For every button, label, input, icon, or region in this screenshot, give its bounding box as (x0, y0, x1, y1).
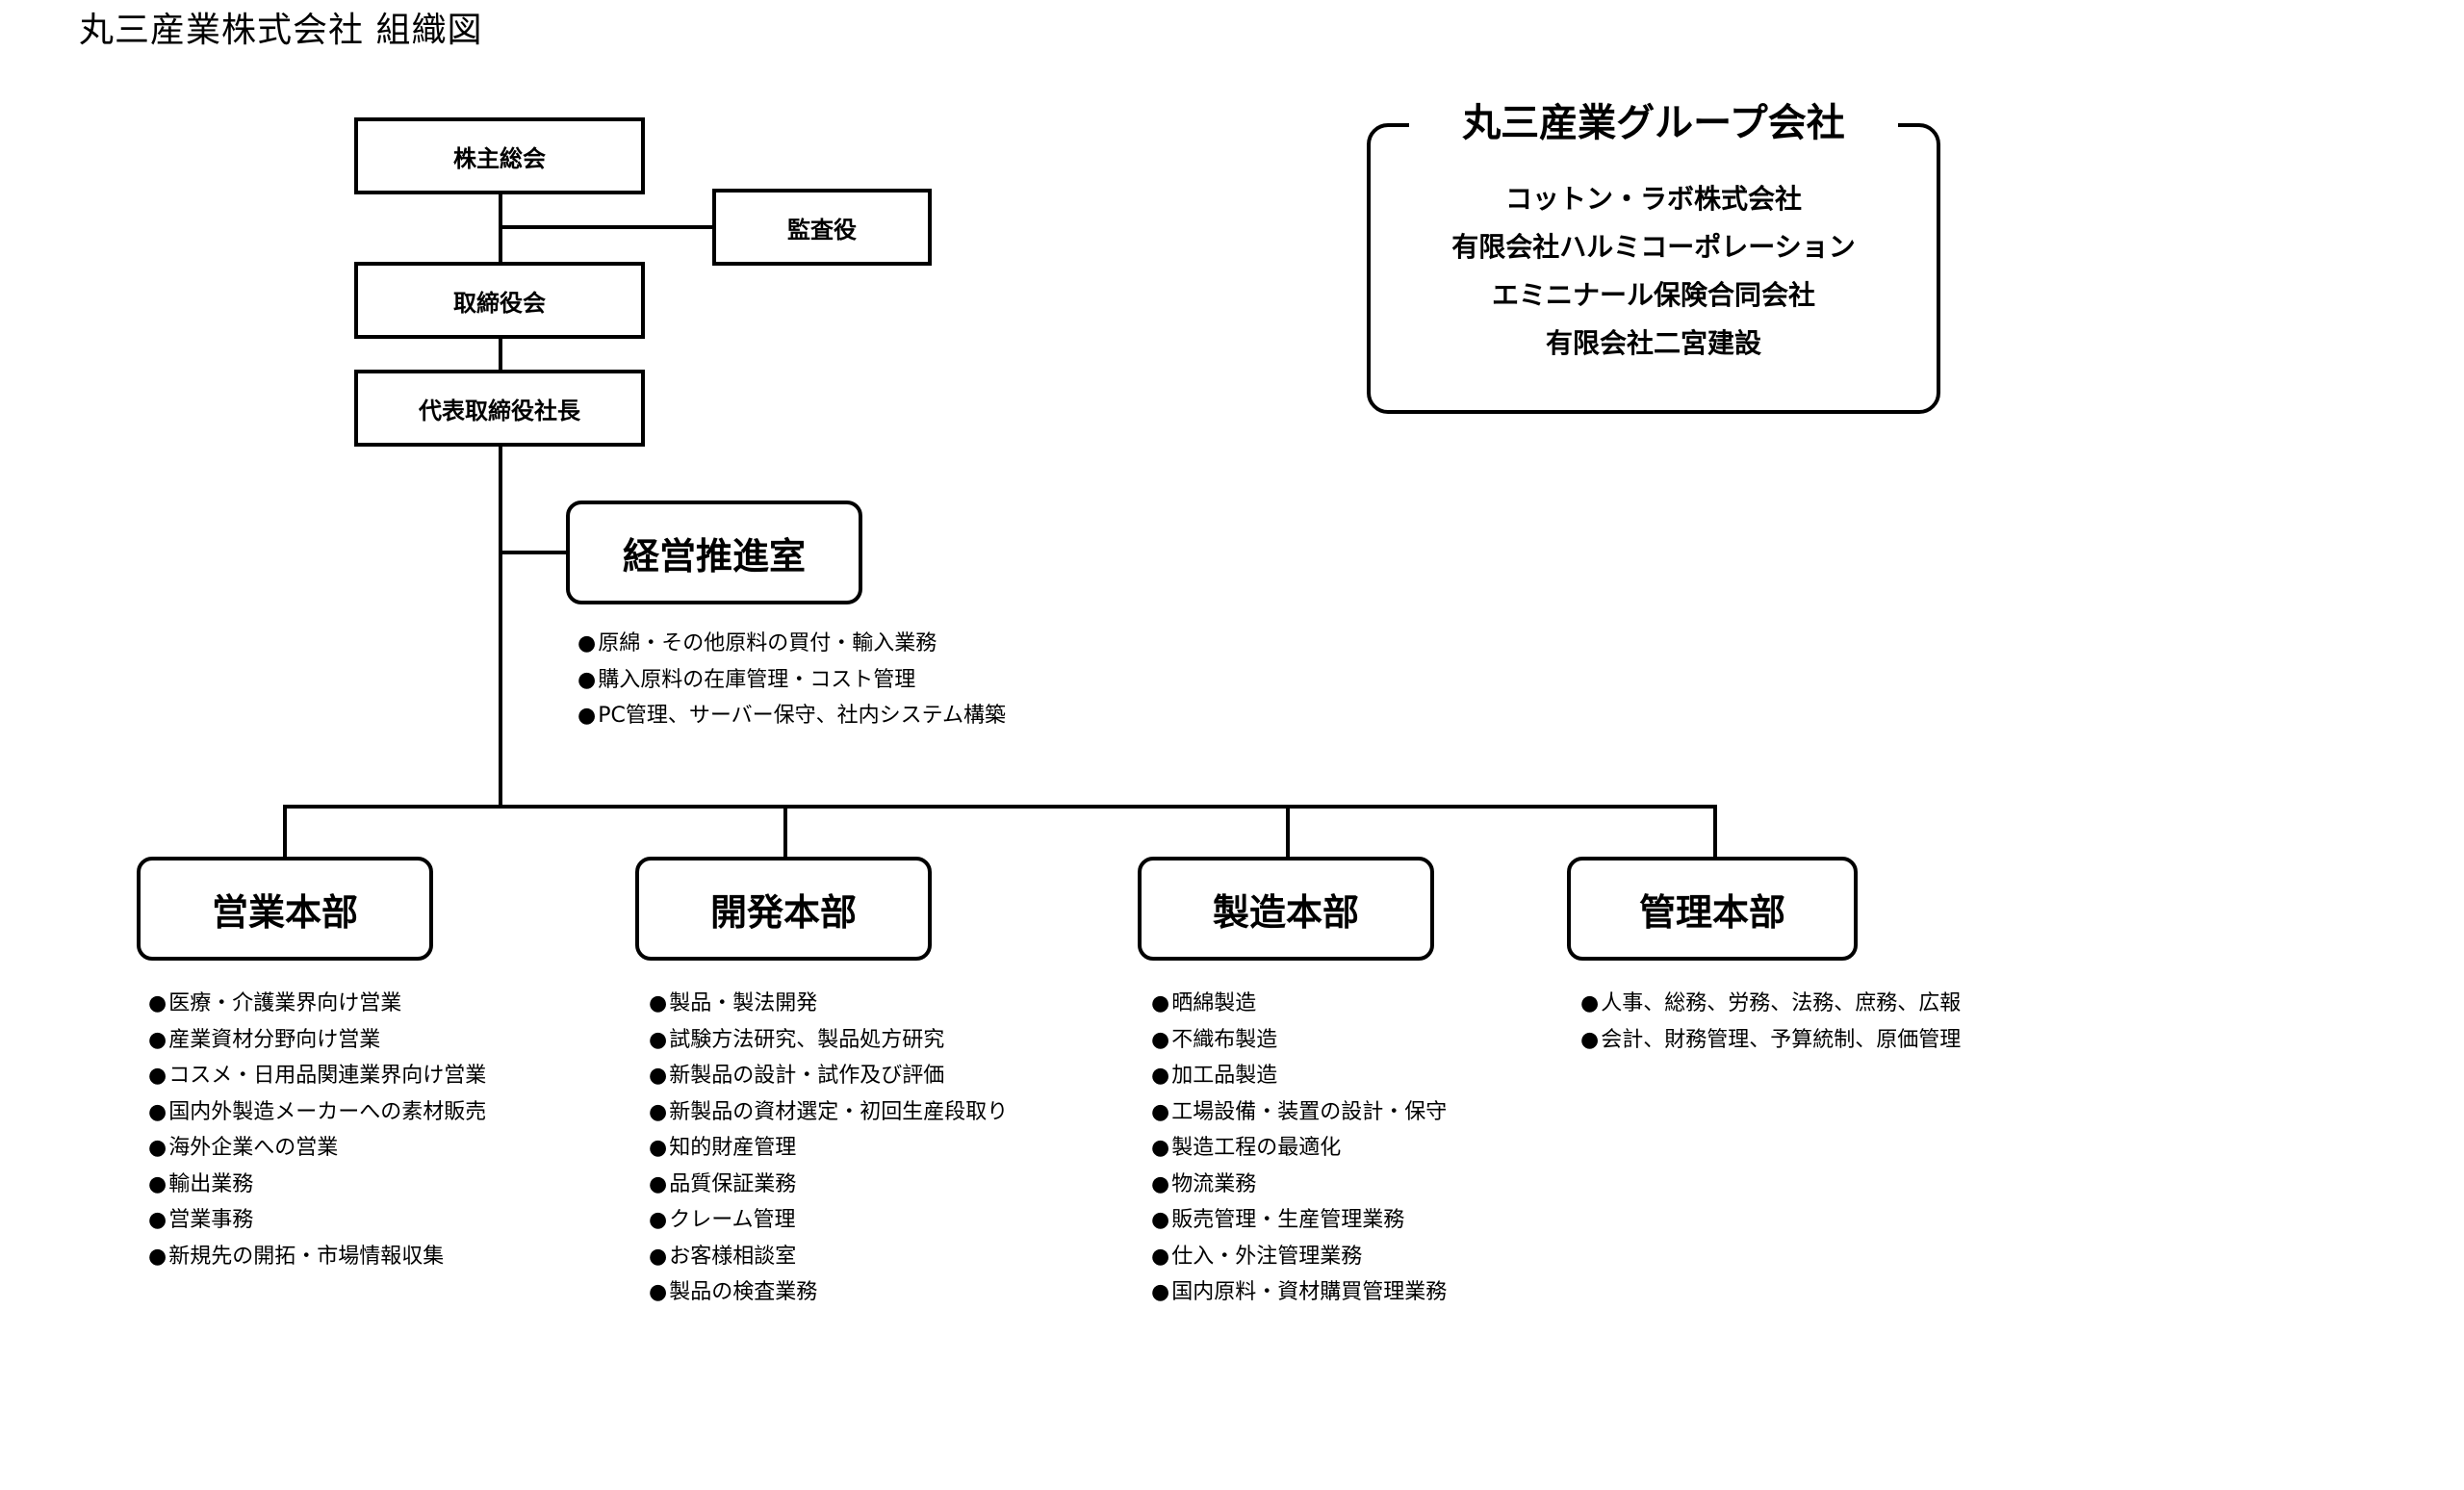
list-item: 加工品製造 (1151, 1058, 1447, 1094)
list-item: 製品の検査業務 (649, 1274, 1008, 1311)
development-division-box: 開発本部 (635, 857, 932, 961)
list-item: お客様相談室 (649, 1239, 1008, 1275)
list-item: 工場設備・装置の設計・保守 (1151, 1094, 1447, 1131)
list-item: 物流業務 (1151, 1167, 1447, 1203)
list-item: 原綿・その他原料の買付・輸入業務 (578, 626, 1006, 662)
list-item: 産業資材分野向け営業 (148, 1022, 486, 1059)
sales-division-box: 営業本部 (137, 857, 433, 961)
list-item: PC管理、サーバー保守、社内システム構築 (578, 698, 1006, 734)
group-companies-title: 丸三産業グループ会社 (1409, 96, 1898, 150)
development-duty-list: 製品・製法開発 試験方法研究、製品処方研究 新製品の設計・試作及び評価 新製品の… (649, 986, 1008, 1311)
list-item: クレーム管理 (649, 1202, 1008, 1239)
list-item: 購入原料の在庫管理・コスト管理 (578, 662, 1006, 699)
manufacturing-duty-list: 晒綿製造 不織布製造 加工品製造 工場設備・装置の設計・保守 製造工程の最適化 … (1151, 986, 1447, 1311)
list-item: 輸出業務 (148, 1167, 486, 1203)
sales-duty-list: 医療・介護業界向け営業 産業資材分野向け営業 コスメ・日用品関連業界向け営業 国… (148, 986, 486, 1274)
manufacturing-division-box: 製造本部 (1138, 857, 1434, 961)
list-item: 医療・介護業界向け営業 (148, 986, 486, 1022)
auditor-box: 監査役 (712, 189, 932, 266)
group-companies-list: コットン・ラボ株式会社 有限会社ハルミコーポレーション エミニナール保険合同会社… (1367, 175, 1940, 368)
list-item: 製品・製法開発 (649, 986, 1008, 1022)
list-item: エミニナール保険合同会社 (1491, 279, 1815, 311)
board-of-directors-box: 取締役会 (354, 262, 645, 339)
list-item: 新製品の資材選定・初回生産段取り (649, 1094, 1008, 1131)
list-item: 不織布製造 (1151, 1022, 1447, 1059)
list-item: 仕入・外注管理業務 (1151, 1239, 1447, 1275)
list-item: 国内原料・資材購買管理業務 (1151, 1274, 1447, 1311)
list-item: 品質保証業務 (649, 1167, 1008, 1203)
management-promotion-office-box: 経営推進室 (566, 501, 862, 604)
list-item: 新製品の設計・試作及び評価 (649, 1058, 1008, 1094)
shareholders-meeting-box: 株主総会 (354, 117, 645, 194)
list-item: 晒綿製造 (1151, 986, 1447, 1022)
list-item: コスメ・日用品関連業界向け営業 (148, 1058, 486, 1094)
list-item: 人事、総務、労務、法務、庶務、広報 (1580, 986, 1961, 1022)
office-duty-list: 原綿・その他原料の買付・輸入業務 購入原料の在庫管理・コスト管理 PC管理、サー… (578, 626, 1006, 734)
list-item: 営業事務 (148, 1202, 486, 1239)
list-item: 国内外製造メーカーへの素材販売 (148, 1094, 486, 1131)
list-item: 会計、財務管理、予算統制、原価管理 (1580, 1022, 1961, 1059)
list-item: 製造工程の最適化 (1151, 1130, 1447, 1167)
list-item: 新規先の開拓・市場情報収集 (148, 1239, 486, 1275)
page-title: 丸三産業株式会社 組織図 (79, 11, 483, 50)
list-item: 知的財産管理 (649, 1130, 1008, 1167)
list-item: コットン・ラボ株式会社 (1504, 183, 1802, 215)
administration-duty-list: 人事、総務、労務、法務、庶務、広報 会計、財務管理、予算統制、原価管理 (1580, 986, 1961, 1058)
president-box: 代表取締役社長 (354, 370, 645, 447)
administration-division-box: 管理本部 (1567, 857, 1858, 961)
list-item: 海外企業への営業 (148, 1130, 486, 1167)
list-item: 試験方法研究、製品処方研究 (649, 1022, 1008, 1059)
list-item: 有限会社ハルミコーポレーション (1451, 231, 1856, 263)
list-item: 有限会社二宮建設 (1545, 327, 1761, 359)
list-item: 販売管理・生産管理業務 (1151, 1202, 1447, 1239)
